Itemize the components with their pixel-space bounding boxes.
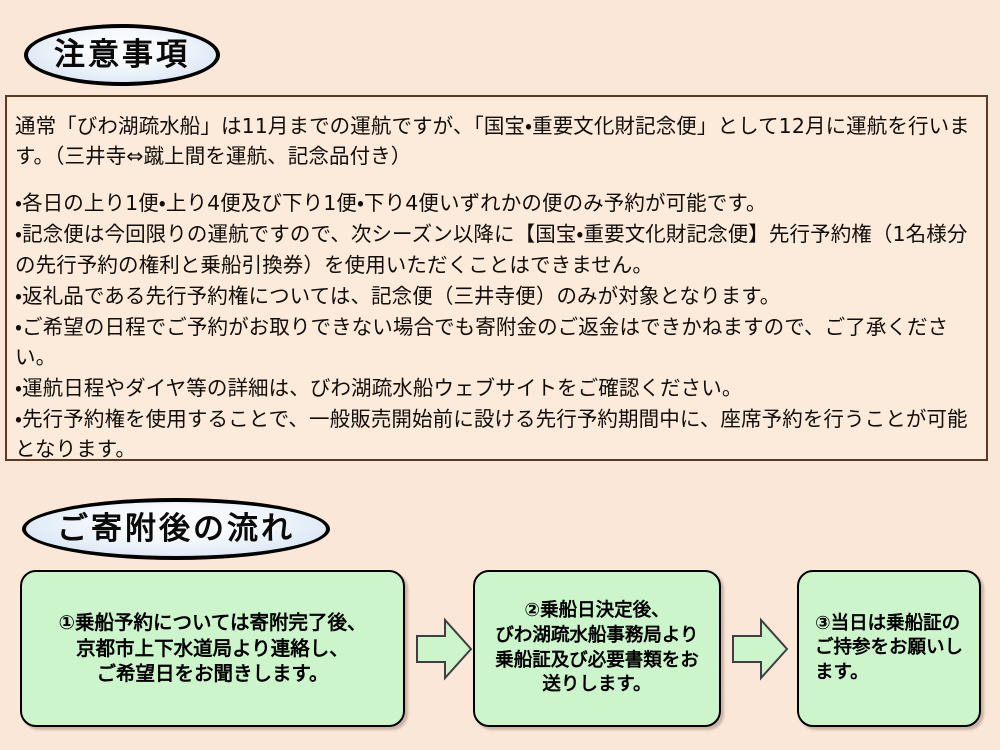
notes-heading-badge: 注意事項 [24, 24, 220, 86]
notice-bullet-item: ・ご希望の日程でご予約がお取りできない場合でも寄附金のご返金はできかねますので、… [15, 314, 949, 369]
notes-heading-label: 注意事項 [54, 36, 190, 73]
flow-step-2-line: ②乗船日決定後、 [524, 600, 670, 622]
flow-step-3-text: ③当日は乗船証の ご持参をお願いし ます。 [809, 612, 969, 686]
flow-step-1-line: ①乗船予約については寄附完了後、 [58, 610, 367, 634]
flow-step-1-line: ご希望日をお聞きします。 [96, 662, 329, 686]
notice-panel: 通常「びわ湖疏水船」は11月までの運航ですが、「国宝・重要文化財記念便」として1… [5, 95, 988, 461]
notice-intro-paragraph: 通常「びわ湖疏水船」は11月までの運航ですが、「国宝・重要文化財記念便」として1… [15, 114, 970, 169]
notice-bullet-item: ・運航日程やダイヤ等の詳細は、びわ湖疏水船ウェブサイトをご確認ください。 [15, 376, 743, 400]
flow-step-2-text: ②乗船日決定後、 びわ湖疏水船事務局より 乗船証及び必要書類をお 送りします。 [489, 599, 705, 697]
notice-bullet-list: ・各日の上り1便・上り4便及び下り1便・下り4便いずれかの便のみ予約が可能です。… [15, 188, 976, 464]
flow-step-2-line: 乗船証及び必要書類をお [495, 649, 699, 671]
flow-step-2-line: びわ湖疏水船事務局より [495, 624, 699, 646]
flow-step-3: ③当日は乗船証の ご持参をお願いし ます。 [797, 570, 981, 727]
flow-step-1: ①乗船予約については寄附完了後、 京都市上下水道局より連絡し、 ご希望日をお聞き… [20, 570, 405, 727]
flow-step-3-line: ご持参をお願いし [814, 637, 963, 659]
flow-step-2: ②乗船日決定後、 びわ湖疏水船事務局より 乗船証及び必要書類をお 送りします。 [473, 570, 721, 727]
flow-heading-label: ご寄附後の流れ [57, 510, 295, 547]
flow-diagram: ①乗船予約については寄附完了後、 京都市上下水道局より連絡し、 ご希望日をお聞き… [0, 570, 1000, 730]
right-arrow-icon [730, 614, 790, 688]
flow-step-3-line: ③当日は乗船証の [814, 612, 961, 634]
flow-step-2-line: 送りします。 [542, 674, 652, 696]
right-arrow-icon [414, 614, 474, 688]
flow-step-3-line: ます。 [814, 661, 869, 683]
notice-bullet-item: ・記念便は今回限りの運航ですので、次シーズン以降に【国宝・重要文化財記念便】先行… [15, 222, 968, 277]
flow-step-1-line: 京都市上下水道局より連絡し、 [76, 636, 349, 660]
notice-bullet-item: ・各日の上り1便・上り4便及び下り1便・下り4便いずれかの便のみ予約が可能です。 [15, 191, 767, 216]
flow-heading-badge: ご寄附後の流れ [22, 498, 330, 560]
notice-bullet-item: ・返礼品である先行予約権については、記念便（三井寺便）のみが対象となります。 [15, 283, 781, 308]
flow-step-1-text: ①乗船予約については寄附完了後、 京都市上下水道局より連絡し、 ご希望日をお聞き… [52, 610, 372, 688]
notice-bullet-item: ・先行予約権を使用することで、一般販売開始前に設ける先行予約期間中に、座席予約を… [15, 407, 968, 462]
